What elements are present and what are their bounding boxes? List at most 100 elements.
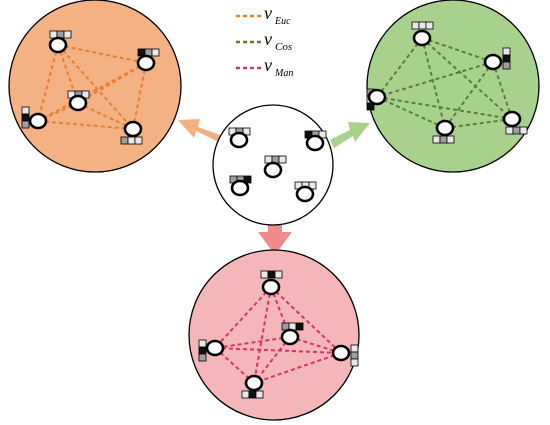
feature-cell — [198, 353, 207, 362]
manhattan-graph-edge — [214, 336, 291, 349]
legend-man-subscript: Man — [274, 68, 293, 79]
node-circle — [367, 88, 387, 106]
cosine-graph-edge — [444, 118, 513, 129]
euclidean-graph-edge — [57, 44, 147, 64]
feature-cell — [295, 322, 304, 331]
feature-cell — [21, 113, 30, 122]
manhattan-graph-node — [331, 344, 359, 367]
legend-cos-symbol: ν — [264, 29, 272, 49]
feature-cell — [198, 339, 207, 348]
input-node — [228, 127, 251, 149]
cosine-graph-edge — [376, 96, 446, 129]
cosine-graph-edge — [376, 61, 494, 98]
graph-nodes — [21, 21, 528, 399]
euclidean-graph-edge — [37, 120, 134, 130]
feature-cell — [512, 126, 521, 135]
node-circle — [502, 110, 522, 128]
node-circle — [28, 112, 48, 130]
feature-cell — [318, 130, 327, 139]
feature-cell — [243, 175, 252, 184]
arrow-to-manhattan — [258, 215, 292, 255]
feature-cell — [278, 155, 287, 164]
feature-cell — [127, 136, 136, 145]
input-node — [304, 130, 327, 152]
feature-cell — [248, 390, 257, 399]
feature-cell — [267, 270, 276, 279]
input-node — [229, 175, 252, 197]
node-circle — [68, 94, 88, 112]
manhattan-graph-edge — [253, 286, 272, 384]
feature-cell — [366, 102, 375, 111]
manhattan-graph-edge — [270, 286, 342, 354]
feature-cell — [418, 21, 427, 30]
manhattan-circle — [188, 249, 360, 421]
node-circle — [435, 119, 455, 137]
feature-cell — [21, 120, 30, 129]
cosine-graph-node — [432, 119, 455, 144]
node-circle — [263, 161, 283, 179]
cosine-graph-edge — [421, 37, 513, 120]
euclidean-graph-node — [21, 106, 48, 130]
cosine-graph-node — [502, 110, 528, 135]
input-node — [263, 155, 287, 179]
feature-cell — [432, 135, 441, 144]
node-circle — [295, 185, 315, 203]
feature-cell — [260, 270, 269, 279]
euclidean-graph-edge — [132, 62, 147, 130]
feature-cell — [425, 21, 434, 30]
feature-cell — [505, 126, 514, 135]
euclidean-graph-node — [48, 30, 72, 54]
node-circle — [261, 278, 281, 296]
manhattan-graph-edge — [253, 352, 342, 384]
node-circle — [136, 54, 156, 72]
node-circle — [280, 328, 300, 346]
feature-cell — [519, 126, 528, 135]
node-circle — [331, 344, 351, 362]
feature-cell — [242, 127, 251, 136]
feature-cell — [350, 344, 359, 353]
euclidean-graph-node — [67, 90, 90, 112]
feature-cell — [134, 136, 143, 145]
legend: ν Euc ν Cos ν Man — [236, 3, 293, 79]
euclidean-graph-edge — [77, 102, 134, 130]
feature-cell — [21, 106, 30, 115]
arrow-to-cosine — [330, 122, 370, 148]
node-circle — [48, 36, 68, 54]
feature-cell — [151, 48, 160, 57]
node-circle — [412, 29, 432, 47]
feature-cell — [350, 351, 359, 360]
cosine-graph-edge — [376, 37, 423, 98]
manhattan-graph-node — [260, 270, 283, 296]
cosine-graph-edge — [421, 37, 494, 63]
cosine-graph-edge — [421, 37, 446, 129]
feature-cell — [502, 54, 511, 63]
euclidean-graph-edge — [57, 44, 134, 130]
manhattan-graph-edge — [253, 336, 291, 384]
node-circle — [229, 131, 249, 149]
cosine-graph-edge — [376, 96, 513, 120]
feature-cell — [274, 270, 283, 279]
legend-man-symbol: ν — [264, 55, 272, 75]
cosine-graph-node — [483, 47, 511, 71]
feature-cell — [241, 390, 250, 399]
feature-cell — [502, 61, 511, 70]
cosine-graph-node — [411, 21, 434, 47]
legend-cos-subscript: Cos — [275, 41, 292, 53]
feature-cell — [63, 30, 72, 39]
node-circle — [483, 53, 503, 71]
feature-cell — [411, 21, 420, 30]
euclidean-circle — [8, 0, 182, 173]
feature-cell — [81, 90, 90, 99]
feature-cell — [350, 358, 359, 367]
feature-cell — [120, 136, 129, 145]
euclidean-graph-node — [136, 48, 160, 72]
feature-cell — [308, 181, 317, 190]
node-circle — [305, 134, 325, 152]
node-circle — [230, 179, 250, 197]
cosine-graph-edge — [492, 61, 513, 120]
manhattan-graph-node — [280, 322, 304, 346]
feature-cell — [439, 135, 448, 144]
legend-euc-symbol: ν — [264, 3, 272, 23]
manhattan-graph-edge — [214, 347, 342, 354]
